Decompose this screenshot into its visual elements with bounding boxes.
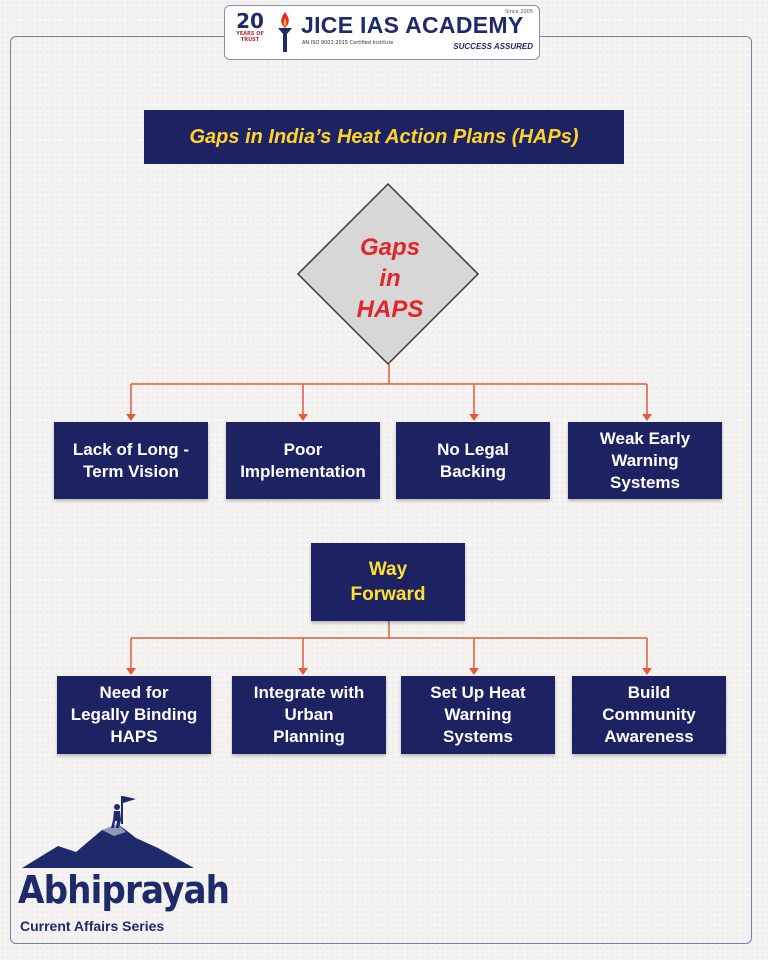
years-number: 20 [236, 9, 264, 33]
academy-logo: 20 YEARS OF TRUST JICE IAS ACADEMY Since… [224, 5, 540, 60]
way-forward-box: Way Forward [311, 543, 465, 621]
gap-box-no-legal-backing: No Legal Backing [396, 422, 550, 499]
iso-label: AN ISO 9001:2015 Certified Institute [302, 40, 394, 46]
years-text: YEARS OF TRUST [236, 31, 264, 43]
page-title: Gaps in India’s Heat Action Plans (HAPs) [144, 110, 624, 164]
years-badge: 20 YEARS OF TRUST [231, 11, 269, 43]
tagline: SUCCESS ASSURED [453, 42, 533, 51]
gap-box-long-term-vision: Lack of Long -Term Vision [54, 422, 208, 499]
action-box-community-awareness: Build Community Awareness [572, 676, 726, 754]
mountain-climber-icon [22, 796, 194, 868]
action-box-urban-planning: Integrate with Urban Planning [232, 676, 386, 754]
gap-box-poor-implementation: Poor Implementation [226, 422, 380, 499]
diamond-label: Gaps in HAPS [330, 232, 450, 325]
diamond-line: HAPS [356, 296, 424, 323]
gaps-diamond [296, 182, 480, 366]
gap-box-weak-early-warning: Weak Early Warning Systems [568, 422, 722, 499]
torch-icon [278, 12, 292, 52]
brand-wordmark: Abhiprayah [18, 868, 230, 912]
academy-name: JICE IAS ACADEMY [301, 12, 524, 38]
since-label: Since 2005 [505, 9, 533, 15]
diamond-line: in [379, 265, 401, 292]
brand-subtitle: Current Affairs Series [20, 918, 165, 934]
way-forward-label: Way Forward [350, 559, 426, 605]
action-box-heat-warning: Set Up Heat Warning Systems [401, 676, 555, 754]
diamond-line: Gaps [359, 234, 421, 261]
action-box-legally-binding: Need for Legally Binding HAPS [57, 676, 211, 754]
